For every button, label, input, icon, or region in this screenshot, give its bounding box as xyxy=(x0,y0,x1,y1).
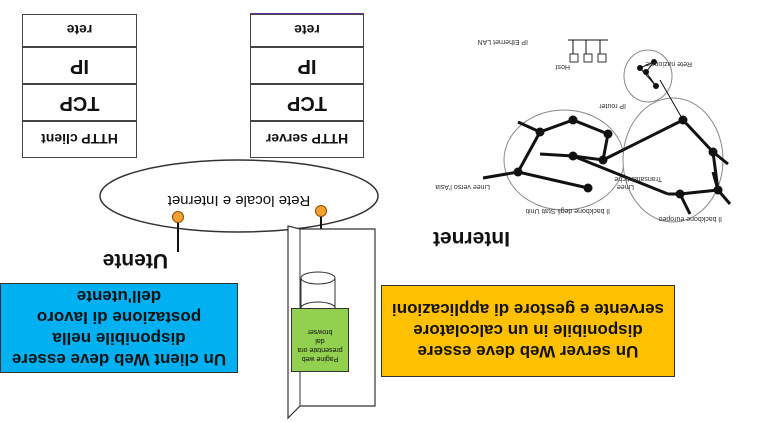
server-rete-layer: rete xyxy=(250,14,364,47)
europe-backbone-label: Il backbone europeo xyxy=(658,215,722,222)
server-note: Un server Web deve essere disponibile in… xyxy=(381,285,675,377)
client-tcp-layer: TCP xyxy=(22,84,137,121)
client-ip-layer: IP xyxy=(22,47,137,84)
client-rete-layer: rete xyxy=(22,14,137,47)
client-connector-dot xyxy=(172,211,184,223)
usa-backbone-label: Il backbone degli Stati Uniti xyxy=(525,207,610,214)
transatlantiche-label: Transatlantiche xyxy=(614,175,662,182)
ellipse-label: Rete locale e Internet xyxy=(167,192,311,209)
web-pages-box: Pagine web presentate ora dal browser xyxy=(291,308,349,372)
asia-lines-label: Linee verso l'Asia xyxy=(435,183,490,190)
ip-router-label: IP router xyxy=(599,102,626,109)
web-pages-label: Pagine web presentate ora dal xyxy=(297,337,343,362)
http-client-layer: HTTP client xyxy=(22,121,137,158)
network-ellipse xyxy=(99,159,379,233)
utente-label: Utente xyxy=(102,249,168,272)
server-connector-dot xyxy=(315,205,327,217)
host-label: Host xyxy=(555,63,570,70)
internet-network-graph xyxy=(482,49,732,223)
lan-label: IP Ethernet LAN xyxy=(477,38,528,45)
server-tcp-layer: TCP xyxy=(250,84,364,121)
internet-label: Internet xyxy=(432,227,510,250)
client-note: Un client Web deve essere disponibile ne… xyxy=(0,283,238,373)
linee-label: Linee xyxy=(616,183,634,190)
rete-nazionale-label: Rete nazionale xyxy=(645,60,692,67)
server-ip-layer: IP xyxy=(250,47,364,84)
http-server-layer: HTTP server xyxy=(250,121,364,158)
browser-label: browser xyxy=(307,328,333,335)
